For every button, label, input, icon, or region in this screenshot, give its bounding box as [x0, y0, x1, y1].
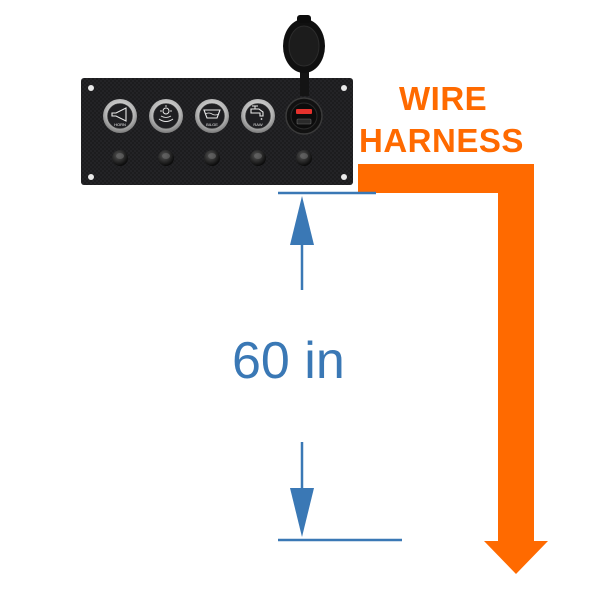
toggle-switch — [204, 150, 220, 166]
bilge-pump-icon — [203, 109, 221, 119]
toggle-switch — [158, 150, 174, 166]
switch-panel: HORN BILGE — [81, 15, 353, 185]
wire-harness-arrow — [358, 164, 548, 574]
usb-socket — [285, 97, 323, 135]
navigation-light-icon — [158, 105, 174, 122]
length-measurement-label: 60 in — [232, 332, 345, 390]
panel-button-raw: RAW — [241, 99, 275, 133]
dimension-arrow-down — [290, 442, 314, 537]
water-tap-icon — [250, 105, 264, 120]
panel-button-label: RAW — [253, 122, 262, 127]
mount-hole — [341, 174, 347, 180]
panel-button-navigation — [149, 99, 183, 133]
socket-cap — [283, 15, 325, 96]
harness-label-line2: HARNESS — [359, 122, 524, 159]
mount-hole — [88, 85, 94, 91]
toggle-switch — [250, 150, 266, 166]
toggle-switch — [112, 150, 128, 166]
dimension-markers — [278, 191, 402, 542]
mount-hole — [341, 85, 347, 91]
dimension-arrow-up — [290, 196, 314, 290]
usb-charger-icon — [296, 109, 312, 125]
horn-icon — [111, 107, 127, 122]
toggle-switch — [296, 150, 312, 166]
panel-button-label: HORN — [114, 122, 126, 127]
panel-button-label: BILGE — [206, 122, 218, 127]
panel-button-horn: HORN — [103, 99, 137, 133]
harness-label-line1: WIRE — [399, 80, 488, 117]
panel-button-bilge: BILGE — [195, 99, 229, 133]
mount-hole — [88, 174, 94, 180]
